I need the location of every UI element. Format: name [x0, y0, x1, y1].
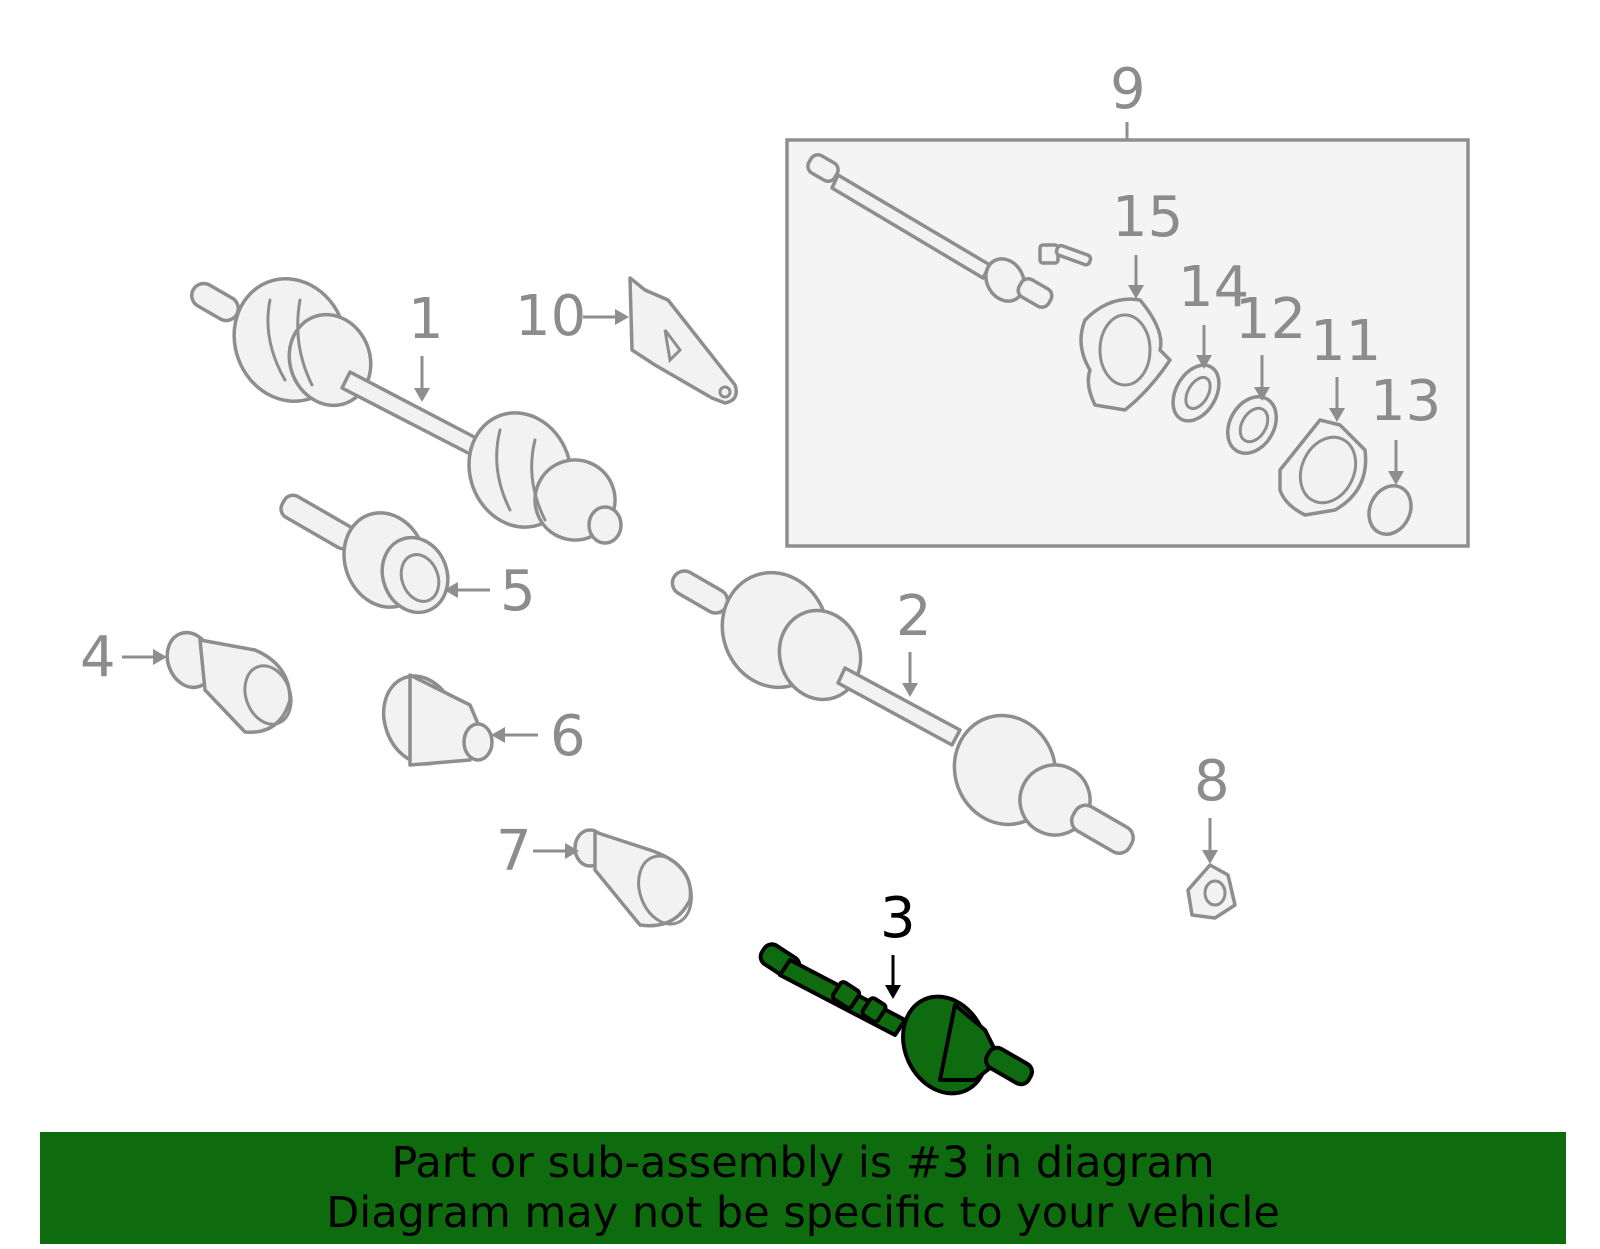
callout-15: 15	[1112, 185, 1183, 299]
part-13-o-ring	[1367, 484, 1413, 536]
svg-text:13: 13	[1370, 369, 1441, 434]
svg-text:10: 10	[515, 284, 586, 349]
callout-12: 12	[1235, 287, 1306, 401]
svg-text:6: 6	[550, 704, 586, 769]
svg-text:7: 7	[496, 819, 532, 884]
svg-text:8: 8	[1194, 749, 1230, 814]
part-9-inner-shaft	[806, 153, 1093, 309]
svg-text:12: 12	[1235, 287, 1306, 352]
part-2-axle	[670, 569, 1135, 855]
banner-line-2: Diagram may not be specific to your vehi…	[326, 1188, 1280, 1238]
part-15-housing	[1079, 297, 1172, 412]
svg-text:5: 5	[500, 559, 536, 624]
callout-9: 9	[1110, 57, 1146, 122]
part-1-axle	[189, 277, 623, 545]
callout-4: 4	[80, 625, 167, 690]
callout-10: 10	[515, 284, 629, 349]
part-5-cv-joint	[279, 493, 450, 615]
svg-text:14: 14	[1178, 255, 1249, 320]
banner-line-1: Part or sub-assembly is #3 in diagram	[391, 1138, 1215, 1188]
part-3-highlighted-shaft[interactable]	[757, 941, 1035, 1107]
part-8-nut	[1186, 863, 1237, 920]
callout-6: 6	[491, 704, 586, 769]
part-14-ring	[1171, 363, 1221, 423]
svg-text:3: 3	[880, 886, 916, 951]
svg-text:4: 4	[80, 625, 116, 690]
callout-3: 3	[880, 886, 916, 999]
part-6-boot	[381, 673, 494, 767]
callout-5: 5	[444, 559, 536, 624]
callout-13: 13	[1370, 369, 1441, 485]
part-7-boot	[573, 828, 693, 928]
svg-text:9: 9	[1110, 57, 1146, 122]
part-4-cv-joint	[165, 630, 293, 734]
svg-text:15: 15	[1112, 185, 1183, 250]
callout-14: 14	[1178, 255, 1249, 369]
callout-2: 2	[896, 584, 932, 697]
callout-1: 1	[408, 287, 444, 402]
svg-text:11: 11	[1310, 309, 1381, 374]
svg-text:1: 1	[408, 287, 444, 352]
part-12-bearing	[1226, 395, 1278, 455]
info-banner: Part or sub-assembly is #3 in diagram Di…	[40, 1132, 1566, 1244]
callout-8: 8	[1194, 749, 1230, 864]
part-11-hub	[1278, 418, 1368, 517]
callout-11: 11	[1310, 309, 1381, 422]
callout-7: 7	[496, 819, 579, 884]
part-10-bracket	[628, 276, 738, 405]
svg-text:2: 2	[896, 584, 932, 649]
